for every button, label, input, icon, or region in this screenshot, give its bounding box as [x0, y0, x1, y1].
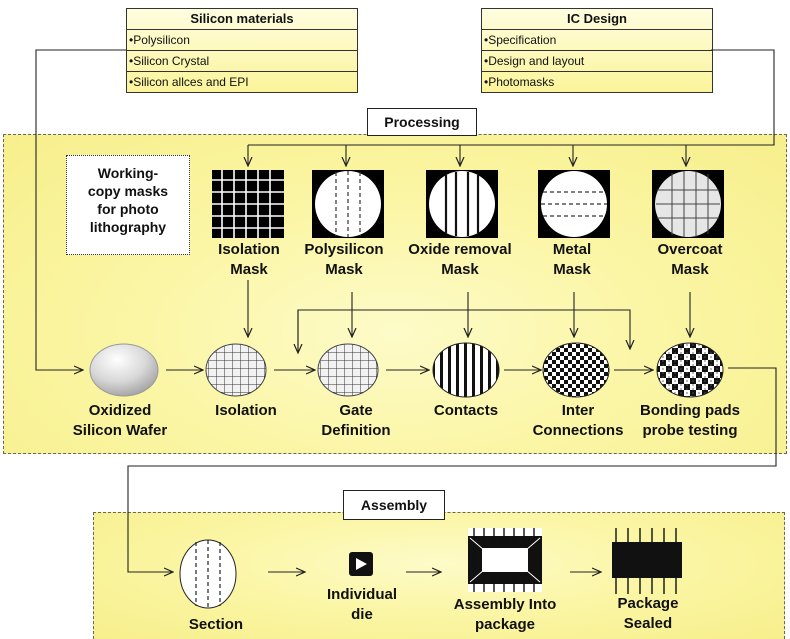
ic-design-box: IC Design •Specification •Design and lay… [481, 8, 713, 93]
ic-design-item: •Design and layout [482, 51, 712, 72]
ic-design-item: •Specification [482, 30, 712, 51]
bonding-wafer-icon [656, 342, 724, 398]
interconnect-wafer-icon [542, 342, 610, 398]
processing-title: Processing [367, 108, 477, 136]
silicon-materials-box: Silicon materials •Polysilicon •Silicon … [126, 8, 358, 93]
assembly-label-section: Section [188, 616, 244, 633]
oxide-removal-mask-icon [426, 170, 498, 238]
gate-wafer-icon [317, 343, 379, 397]
overcoat-mask-icon [652, 170, 724, 238]
silicon-feed-arrow [35, 49, 126, 370]
assembly-graphics [179, 528, 682, 609]
wafer-sequence [89, 342, 724, 398]
step-label-isolation: Isolation [215, 402, 277, 419]
step-label-contacts: Contacts [433, 402, 499, 419]
design-feed-line [248, 49, 775, 146]
mask-icons [212, 170, 724, 238]
metal-mask-icon [538, 170, 610, 238]
individual-die-icon [349, 552, 373, 576]
assembly-package-icon [468, 528, 542, 592]
contacts-wafer-icon [432, 342, 500, 398]
assembly-title: Assembly [343, 490, 445, 520]
silicon-item: •Polysilicon [127, 30, 357, 51]
polysilicon-mask-icon [312, 170, 384, 238]
isolation-wafer-icon [205, 343, 267, 397]
section-icon [179, 539, 237, 609]
working-copy-note: Working- copy masks for photo lithograph… [66, 155, 190, 255]
silicon-materials-title: Silicon materials [127, 9, 357, 30]
silicon-item: •Silicon allces and EPI [129, 75, 249, 89]
ic-design-item: •Photomasks [484, 75, 555, 89]
package-sealed-icon [612, 528, 682, 594]
silicon-item: •Silicon Crystal [127, 51, 357, 72]
isolation-mask-icon [212, 170, 284, 238]
oxidized-wafer-icon [89, 343, 159, 397]
ic-design-title: IC Design [482, 9, 712, 30]
